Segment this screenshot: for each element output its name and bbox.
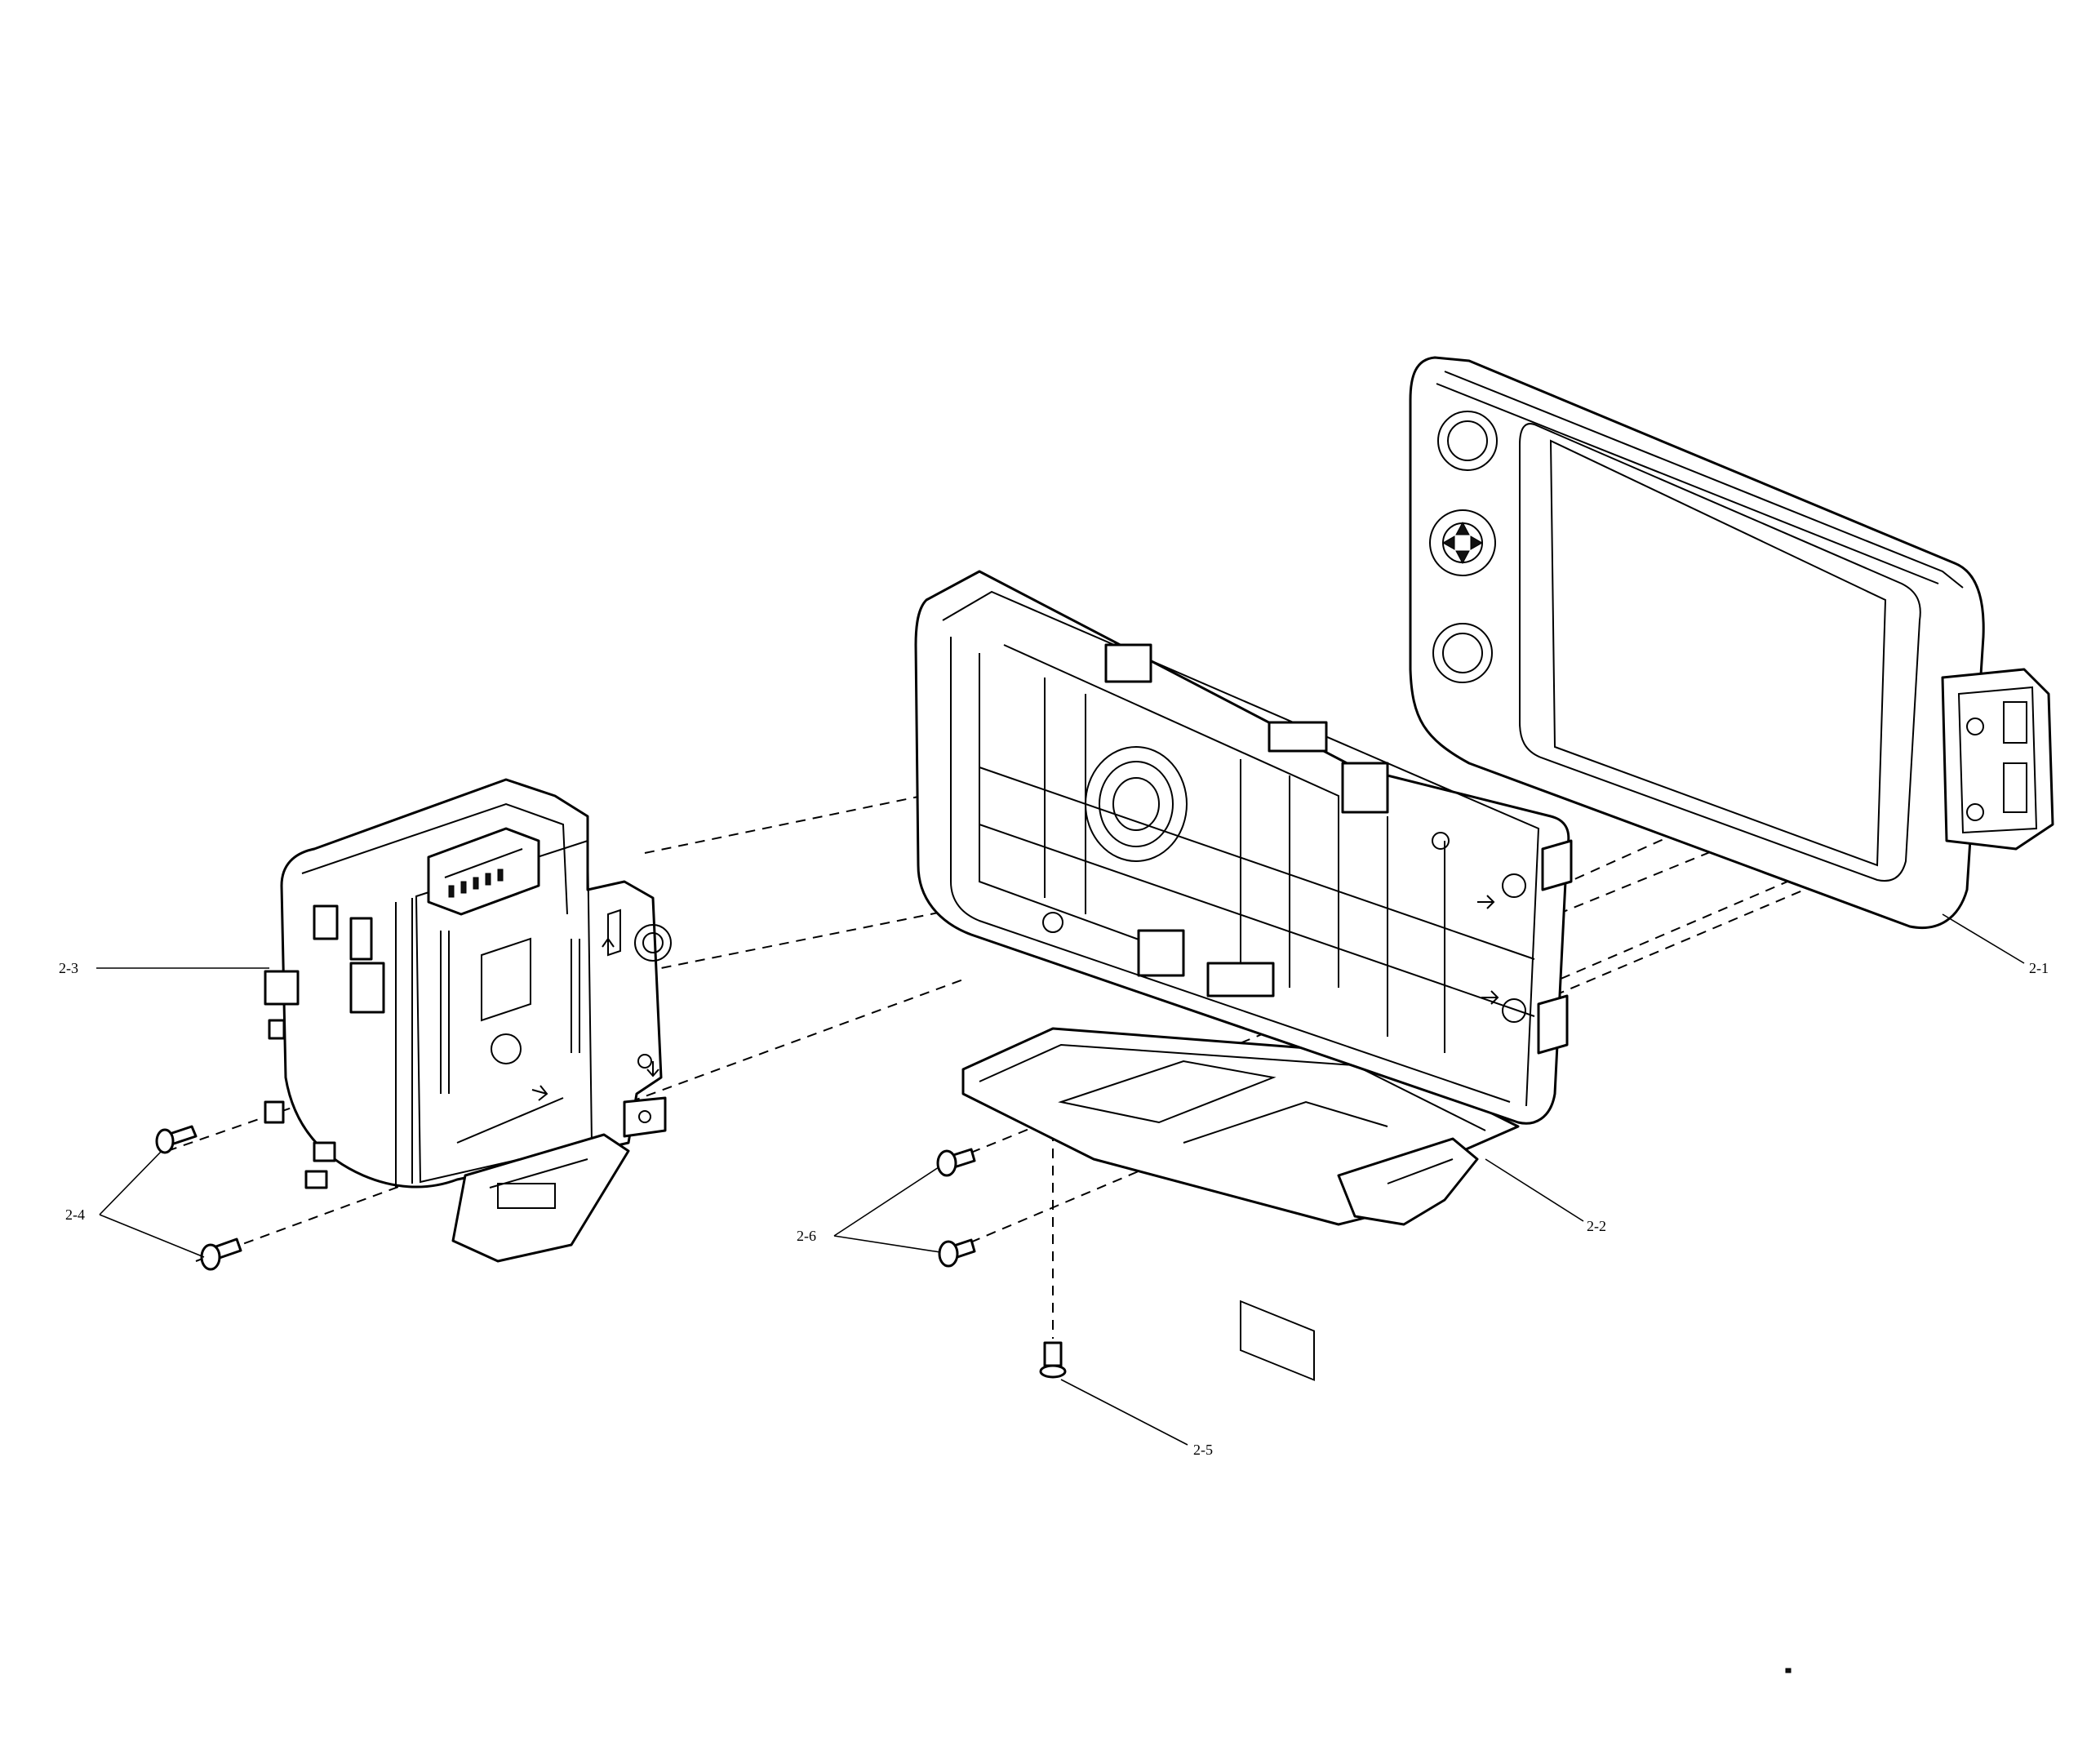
lcd-hinge-block: [1941, 668, 2054, 851]
screw-2-6-upper: [936, 1148, 976, 1177]
callout-2-5: 2-5: [1193, 1442, 1213, 1458]
speaker: [1085, 746, 1188, 862]
panel-button-top: [1437, 411, 1498, 471]
callout-2-1: 2-1: [2029, 960, 2049, 976]
panel-button-bottom: [1432, 623, 1493, 683]
panel-dpad: [1429, 509, 1496, 576]
screw-2-4-lower: [200, 1237, 242, 1271]
callout-2-3: 2-3: [59, 960, 78, 976]
leader-lines: [96, 913, 2025, 1446]
callout-2-4: 2-4: [65, 1206, 85, 1223]
callout-2-6: 2-6: [797, 1228, 816, 1244]
lcd-panel-part: [1409, 356, 2054, 929]
main-frame-part: [914, 570, 1573, 1381]
screw-2-5: [1039, 1341, 1067, 1379]
callout-2-2: 2-2: [1587, 1218, 1606, 1234]
left-bracket-part: [264, 778, 672, 1263]
screw-2-6-lower: [938, 1238, 976, 1268]
screw-2-4-upper: [155, 1125, 198, 1154]
